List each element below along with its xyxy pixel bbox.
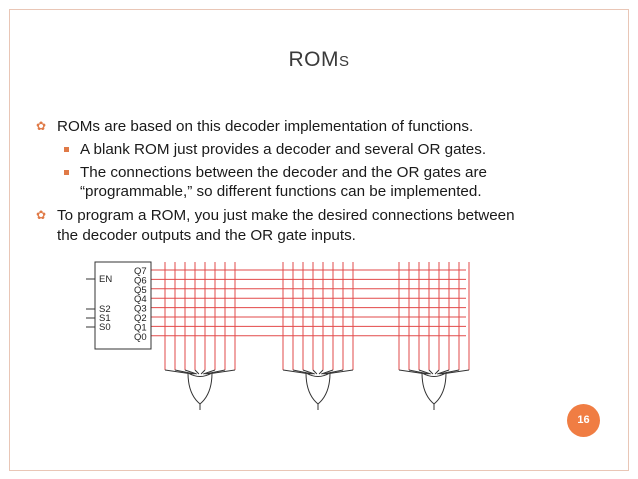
output-label: Q5 (134, 285, 147, 296)
bullet-marker-icon: ✿ (36, 208, 47, 222)
sub-bullet-marker-icon (64, 170, 69, 175)
gate-input-fan (437, 369, 450, 375)
gate-input-fan (194, 369, 200, 375)
title-main: ROM (288, 48, 339, 71)
bullet-2-line-1: To program a ROM, you just make the desi… (57, 207, 515, 224)
title-small-caps: S (338, 53, 350, 70)
gate-input-fan (318, 369, 324, 375)
gate-input-fan (174, 369, 195, 375)
input-label: S1 (99, 313, 111, 324)
or-gate (305, 372, 331, 405)
input-label: S0 (99, 322, 111, 333)
sub-bullet-2-line-1: The connections between the decoder and … (80, 164, 487, 181)
gate-input-fan (408, 369, 429, 375)
output-label: Q2 (134, 313, 147, 324)
slide-border (9, 9, 629, 471)
gate-input-fan (321, 369, 334, 375)
gate-input-fan (292, 369, 313, 375)
input-label: S2 (99, 304, 111, 315)
gate-input-fan (205, 369, 226, 375)
or-gate (187, 372, 213, 405)
gate-input-fan (312, 369, 318, 375)
gate-input-fan (418, 369, 431, 375)
output-label: Q3 (134, 304, 147, 315)
output-label: Q4 (134, 294, 147, 305)
input-label: EN (99, 274, 112, 285)
gate-input-fan (184, 369, 197, 375)
output-label: Q1 (134, 322, 147, 333)
gate-input-fan (323, 369, 344, 375)
gate-input-fan (203, 369, 216, 375)
sub-bullet-2-line-2: “programmable,” so different functions c… (80, 183, 482, 200)
or-gates (187, 372, 447, 410)
bullet-marker-icon: ✿ (36, 119, 47, 133)
gate-input-fan (428, 369, 434, 375)
sub-bullet-marker-icon (64, 147, 69, 152)
gate-input-fan (302, 369, 315, 375)
page-number-badge: 16 (567, 404, 600, 437)
decoder-box (94, 261, 152, 350)
sub-bullet-1-text: A blank ROM just provides a decoder and … (80, 141, 487, 158)
bullet-1-text: ROMs are based on this decoder implement… (57, 118, 474, 135)
or-gate (421, 372, 447, 405)
output-label: Q0 (134, 332, 147, 343)
gate-input-fan (439, 369, 460, 375)
gate-input-fan (200, 369, 206, 375)
output-label: Q6 (134, 275, 147, 286)
output-label: Q7 (134, 266, 147, 277)
slide-title: ROMS (0, 48, 638, 72)
gate-input-fan (434, 369, 440, 375)
bullet-2-line-2: the decoder outputs and the OR gate inpu… (57, 227, 356, 244)
